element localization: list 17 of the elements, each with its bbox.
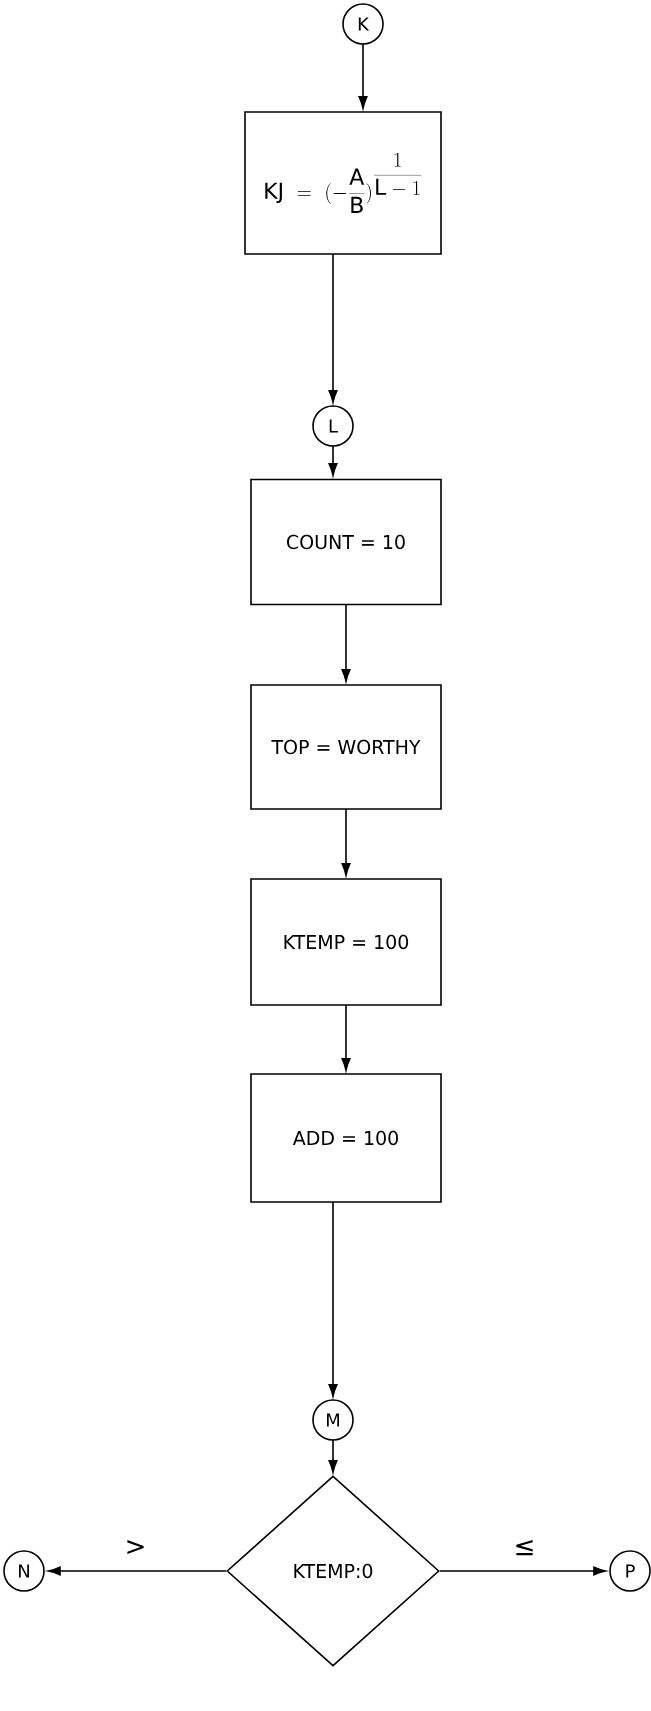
arrow bbox=[328, 253, 338, 403]
arrow bbox=[328, 1439, 338, 1473]
process-box: COUNT = 10 bbox=[250, 478, 442, 606]
arrow bbox=[341, 1004, 351, 1071]
arrow bbox=[341, 603, 351, 682]
arrow bbox=[328, 445, 338, 476]
edge-label: ≤ bbox=[512, 1539, 537, 1557]
process-box: TOP = WORTHY bbox=[250, 684, 442, 810]
arrow bbox=[358, 43, 368, 109]
arrow bbox=[47, 1566, 227, 1576]
arrow bbox=[328, 1201, 338, 1397]
edge-label: > bbox=[123, 1539, 148, 1557]
arrow bbox=[341, 808, 351, 876]
process-box: KTEMP = 100 bbox=[250, 878, 442, 1006]
arrow bbox=[439, 1566, 607, 1576]
process-box: $\mathrm{KJ}\ =\ (-\frac{\mathrm{A}}{\mathrm{B}})^{\displaystyle\frac{1}{\mathrm{L}-1}}$ bbox=[244, 111, 442, 255]
process-box: ADD = 100 bbox=[250, 1073, 442, 1203]
